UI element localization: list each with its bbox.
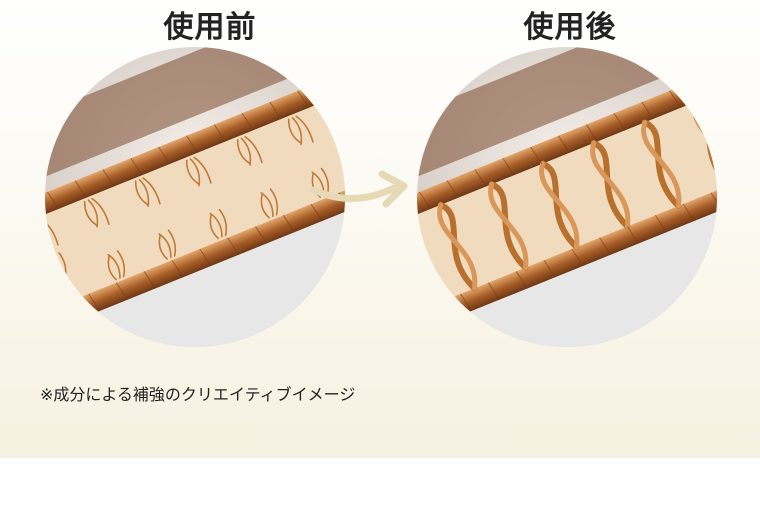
image-caption: ※成分による補強のクリエイティブイメージ [40, 385, 356, 404]
lower-tube-wall [417, 162, 717, 343]
transition-arrow-icon [310, 170, 408, 208]
upper-tube-wall [417, 60, 717, 241]
after-illustration [417, 47, 717, 347]
before-heading: 使用前 [163, 10, 257, 45]
after-heading: 使用後 [523, 10, 617, 45]
before-illustration [45, 47, 345, 347]
upper-tube-wall [45, 60, 345, 241]
lower-tube-wall [45, 162, 345, 343]
tube-interior [45, 79, 345, 324]
comparison-panel: 使用前 使用後 [0, 0, 760, 458]
